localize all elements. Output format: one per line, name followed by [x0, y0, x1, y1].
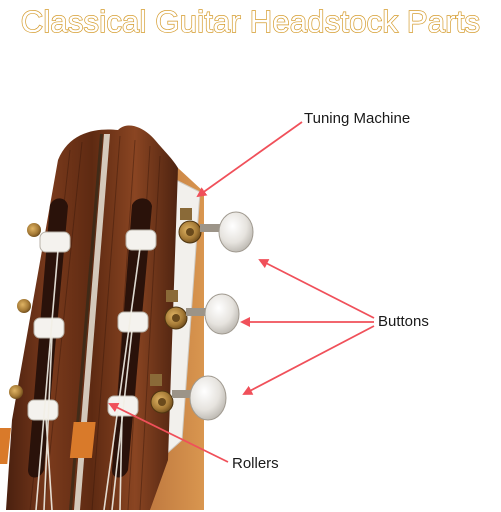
button-bottom-icon	[189, 375, 227, 421]
button-top-icon	[218, 211, 254, 253]
arrow-rollers	[108, 403, 229, 463]
roller-right-1	[125, 229, 157, 251]
tuning-machine-bottom	[150, 374, 227, 421]
label-buttons: Buttons	[378, 313, 429, 330]
strings	[35, 247, 141, 511]
arrows	[108, 121, 375, 463]
button-middle-icon	[204, 293, 240, 335]
label-tuning-machine: Tuning Machine	[304, 110, 411, 127]
roller-left-3	[27, 399, 59, 421]
arrow-button-top	[258, 259, 375, 319]
tuning-machine-middle	[164, 290, 240, 335]
arrow-tuning-machine	[196, 121, 303, 198]
roller-left-2	[33, 317, 65, 339]
tuning-machine-top	[178, 208, 254, 253]
roller-right-2	[117, 311, 149, 333]
left-gear-3-icon	[9, 385, 23, 399]
left-tuner-posts	[9, 223, 41, 399]
center-inlay-stripe	[74, 134, 110, 510]
left-gear-1-icon	[27, 223, 41, 237]
label-rollers: Rollers	[232, 455, 279, 472]
slot-block-right	[69, 422, 96, 458]
slot-block-left	[0, 428, 12, 464]
arrow-button-bottom	[242, 325, 375, 395]
diagram-title: Classical Guitar Headstock Parts	[20, 3, 481, 39]
roller-left-1	[39, 231, 71, 253]
left-gear-2-icon	[17, 299, 31, 313]
